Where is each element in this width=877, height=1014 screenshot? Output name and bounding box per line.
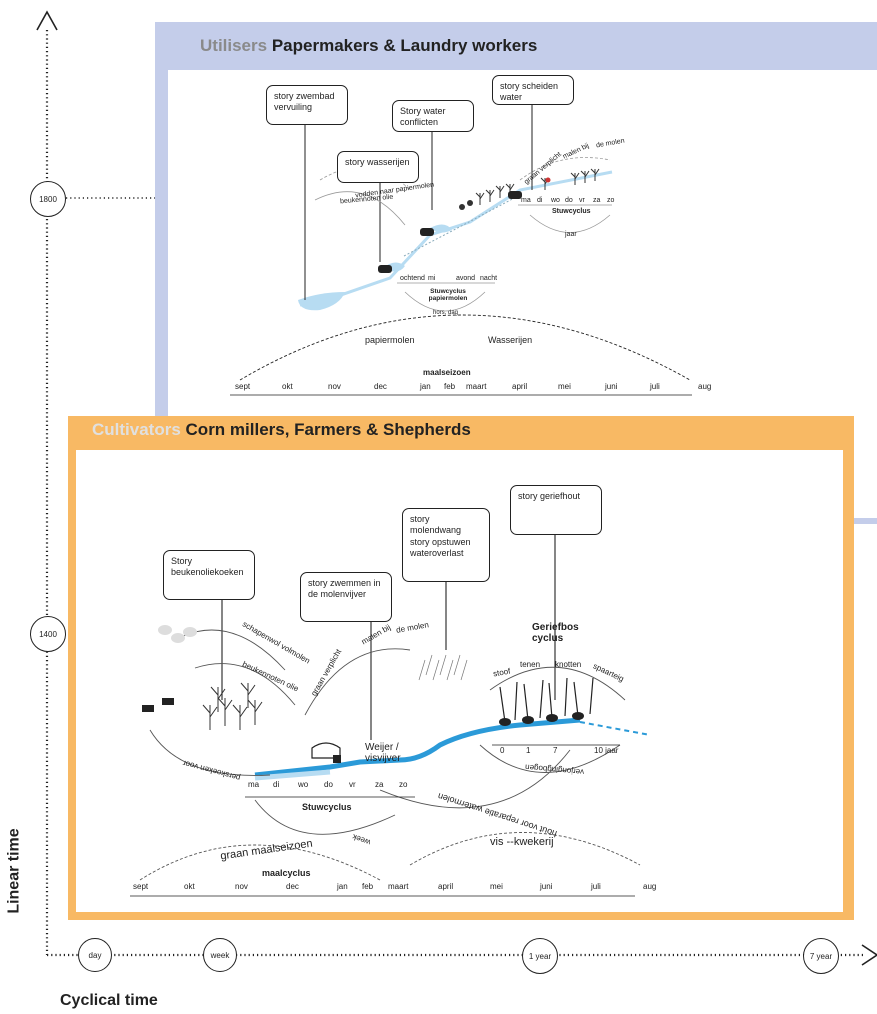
- month-label: jan: [337, 882, 348, 891]
- month-label: okt: [184, 882, 195, 891]
- month-label: april: [438, 882, 454, 891]
- year-marker-1800: 1800: [30, 181, 66, 217]
- pond-label: Weijer / visvijver: [365, 742, 401, 764]
- story-label: story geriefhout: [518, 491, 581, 501]
- month-label: juni: [605, 382, 618, 391]
- stuw-day: ma: [521, 197, 531, 204]
- day-label: nacht: [480, 275, 498, 282]
- geriefbos-tick: 0: [500, 746, 505, 755]
- arc-label: jaar: [565, 231, 577, 238]
- month-label: dec: [374, 382, 387, 391]
- stuw-day: do: [324, 780, 333, 789]
- month-label: aug: [643, 882, 657, 891]
- month-label: okt: [282, 382, 293, 391]
- month-label: nov: [328, 382, 341, 391]
- month-label: april: [512, 382, 528, 391]
- day-label: ochtend: [400, 275, 425, 282]
- stuw-day: vr: [349, 780, 356, 789]
- season-title: maalseizoen: [423, 368, 471, 377]
- month-label: juli: [591, 882, 601, 891]
- stuw-day: wo: [551, 197, 560, 204]
- day-cycle-title: Stuwcyclus papiermolen: [428, 288, 468, 302]
- cycle-label: day: [88, 950, 102, 960]
- stuw-day: za: [375, 780, 384, 789]
- cycle-marker-day: day: [78, 938, 112, 972]
- cycle-marker-7year: 7 year: [803, 938, 839, 974]
- month-label: dec: [286, 882, 299, 891]
- cycle-label: week: [210, 950, 230, 960]
- story-label: Story water conflicten: [400, 106, 446, 128]
- month-label: feb: [444, 382, 456, 391]
- geriefbos-tick: 7: [553, 746, 558, 755]
- story-label: story scheiden water: [500, 81, 559, 103]
- season-label: Wasserijen: [488, 335, 533, 345]
- story-wasserijen[interactable]: story wasserijen: [337, 151, 419, 183]
- month-label: jan: [420, 382, 431, 391]
- cycle-marker-year: 1 year: [522, 938, 558, 974]
- cultivators-keyword: Cultivators: [92, 420, 181, 439]
- month-label: nov: [235, 882, 248, 891]
- month-label: juli: [650, 382, 660, 391]
- geriefbos-title: Geriefbos cyclus: [532, 622, 579, 644]
- cultivators-subtitle: Corn millers, Farmers & Shepherds: [185, 420, 471, 439]
- utilisers-subtitle: Papermakers & Laundry workers: [271, 36, 538, 55]
- story-label: Story beukenoliekoeken: [171, 556, 244, 578]
- utilisers-keyword: Utilisers: [200, 36, 268, 55]
- month-label: aug: [698, 382, 712, 391]
- day-label: avond: [456, 275, 476, 282]
- stuw-day: za: [593, 197, 601, 204]
- story-label: story zwemmen in de molenvijver: [308, 578, 381, 600]
- stuw-cycle-title: Stuwcyclus: [302, 802, 352, 812]
- geriefbos-label: knotten: [555, 660, 582, 669]
- stuw-day: zo: [399, 780, 408, 789]
- month-label: feb: [362, 882, 374, 891]
- story-molendwang[interactable]: story molendwang story opstuwen waterove…: [402, 508, 490, 582]
- story-water-conflicten[interactable]: Story water conflicten: [392, 100, 474, 132]
- season-label: vis --kwekerij: [490, 836, 554, 848]
- stuw-day: wo: [298, 780, 309, 789]
- stuw-cycle-title: Stuwcyclus: [552, 208, 591, 215]
- cyclical-time-label: Cyclical time: [60, 992, 158, 1009]
- geriefbos-tick: 1: [526, 746, 531, 755]
- cycle-label: 1 year: [528, 951, 552, 961]
- stuw-day: do: [565, 197, 573, 204]
- month-label: maart: [388, 882, 409, 891]
- story-scheiden-water[interactable]: story scheiden water: [492, 75, 574, 105]
- cultivators-title: Cultivators Corn millers, Farmers & Shep…: [92, 420, 471, 440]
- story-beukenoliekoeken[interactable]: Story beukenoliekoeken: [163, 550, 255, 600]
- story-zwembad-vervuiling[interactable]: story zwembad vervuiling: [266, 85, 348, 125]
- stuw-day: di: [273, 780, 280, 789]
- year-label: 1800: [39, 194, 57, 204]
- story-label: story wasserijen: [345, 157, 410, 167]
- story-label: story zwembad vervuiling: [274, 91, 335, 113]
- story-geriefhout[interactable]: story geriefhout: [510, 485, 602, 535]
- cycle-label: 7 year: [809, 951, 833, 961]
- linear-time-label: Linear time: [5, 828, 23, 914]
- cycle-marker-week: week: [203, 938, 237, 972]
- utilisers-title: Utilisers Papermakers & Laundry workers: [200, 36, 537, 56]
- stuw-day: di: [537, 197, 543, 204]
- story-label: story molendwang story opstuwen waterove…: [410, 514, 471, 558]
- story-zwemmen-molenvijver[interactable]: story zwemmen in de molenvijver: [300, 572, 392, 622]
- stuw-day: ma: [248, 780, 260, 789]
- month-label: mei: [558, 382, 571, 391]
- day-label: mi: [428, 275, 436, 282]
- month-label: mei: [490, 882, 503, 891]
- geriefbos-label: tenen: [520, 660, 541, 669]
- year-marker-1400: 1400: [30, 616, 66, 652]
- year-label: 1400: [39, 629, 57, 639]
- stuw-day: vr: [579, 197, 585, 204]
- day-cycle-sub: hors, dag: [433, 310, 459, 316]
- month-label: sept: [235, 382, 251, 391]
- geriefbos-tick: 10 jaar: [594, 746, 619, 755]
- month-label: maart: [466, 382, 487, 391]
- season-title: maalcyclus: [262, 868, 311, 878]
- month-label: juni: [540, 882, 553, 891]
- season-label: papiermolen: [365, 335, 415, 345]
- month-label: sept: [133, 882, 149, 891]
- stuw-day: zo: [607, 197, 615, 204]
